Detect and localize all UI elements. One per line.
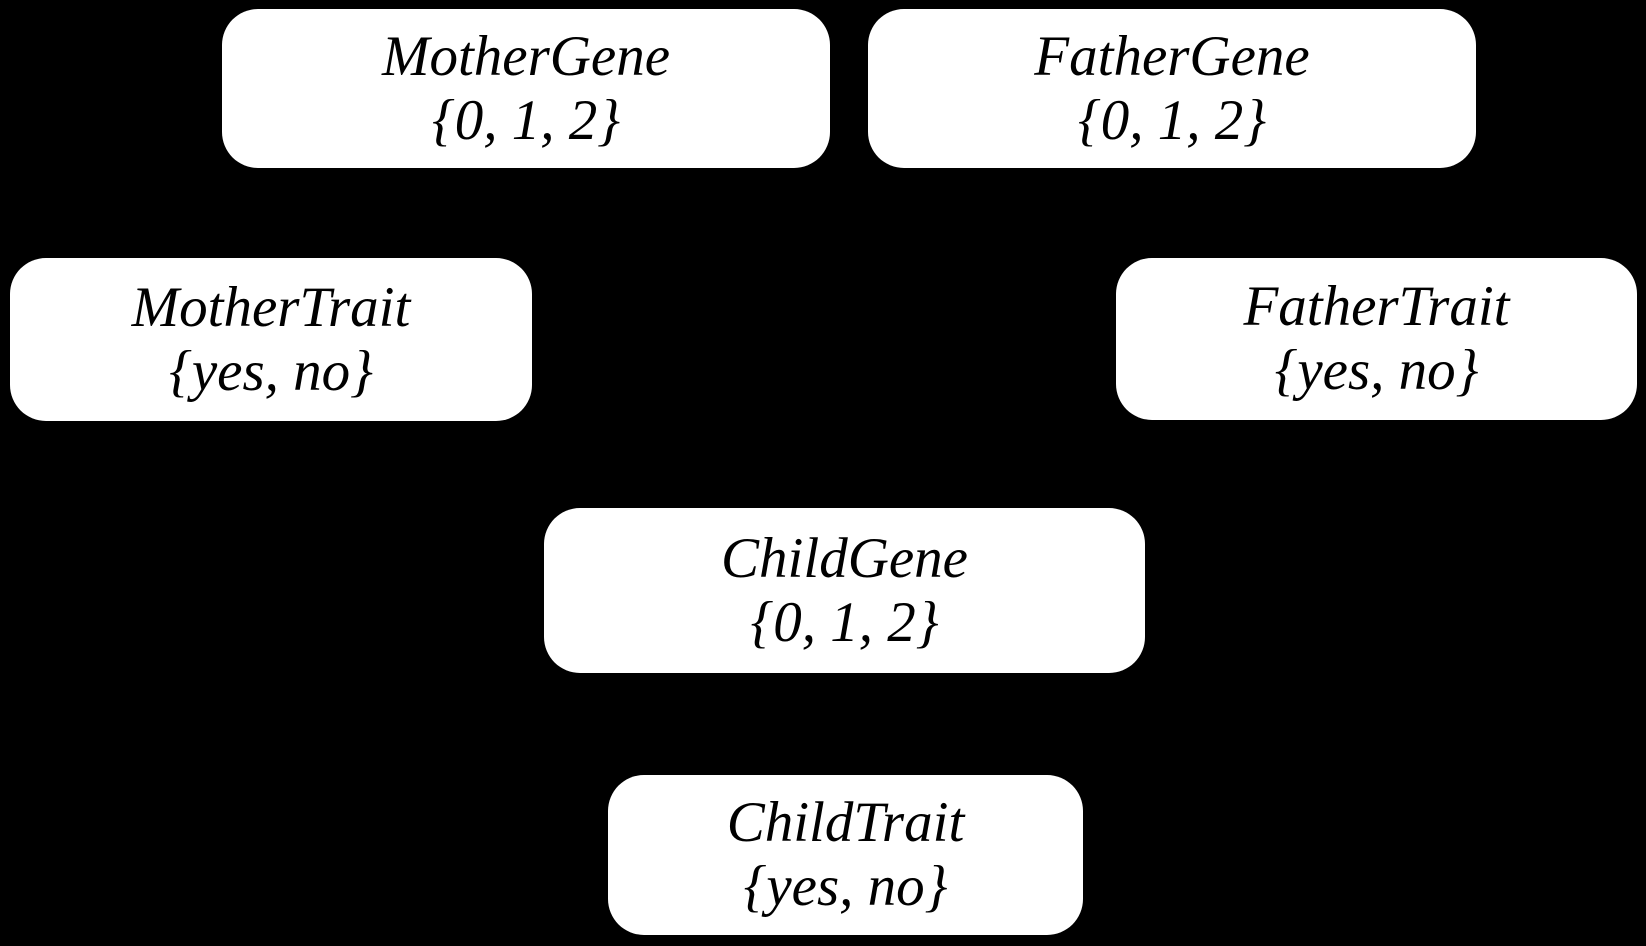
node-domain: {yes, no} — [743, 855, 948, 918]
node-domain: {0, 1, 2} — [750, 590, 939, 654]
node-label: MotherGene — [381, 24, 671, 88]
node-mother-trait: MotherTrait {yes, no} — [10, 258, 532, 421]
node-domain: {0, 1, 2} — [1077, 88, 1267, 152]
node-label: MotherTrait — [131, 275, 411, 339]
node-father-trait: FatherTrait {yes, no} — [1116, 258, 1637, 420]
node-label: ChildTrait — [726, 791, 965, 854]
node-child-gene: ChildGene {0, 1, 2} — [544, 508, 1145, 673]
node-father-gene: FatherGene {0, 1, 2} — [868, 9, 1476, 168]
node-label: FatherTrait — [1243, 275, 1510, 338]
node-mother-gene: MotherGene {0, 1, 2} — [222, 9, 830, 168]
node-domain: {0, 1, 2} — [431, 88, 621, 152]
node-label: ChildGene — [721, 526, 968, 590]
node-domain: {yes, no} — [169, 339, 373, 403]
node-label: FatherGene — [1034, 24, 1310, 88]
node-child-trait: ChildTrait {yes, no} — [608, 775, 1083, 935]
node-domain: {yes, no} — [1274, 339, 1479, 402]
